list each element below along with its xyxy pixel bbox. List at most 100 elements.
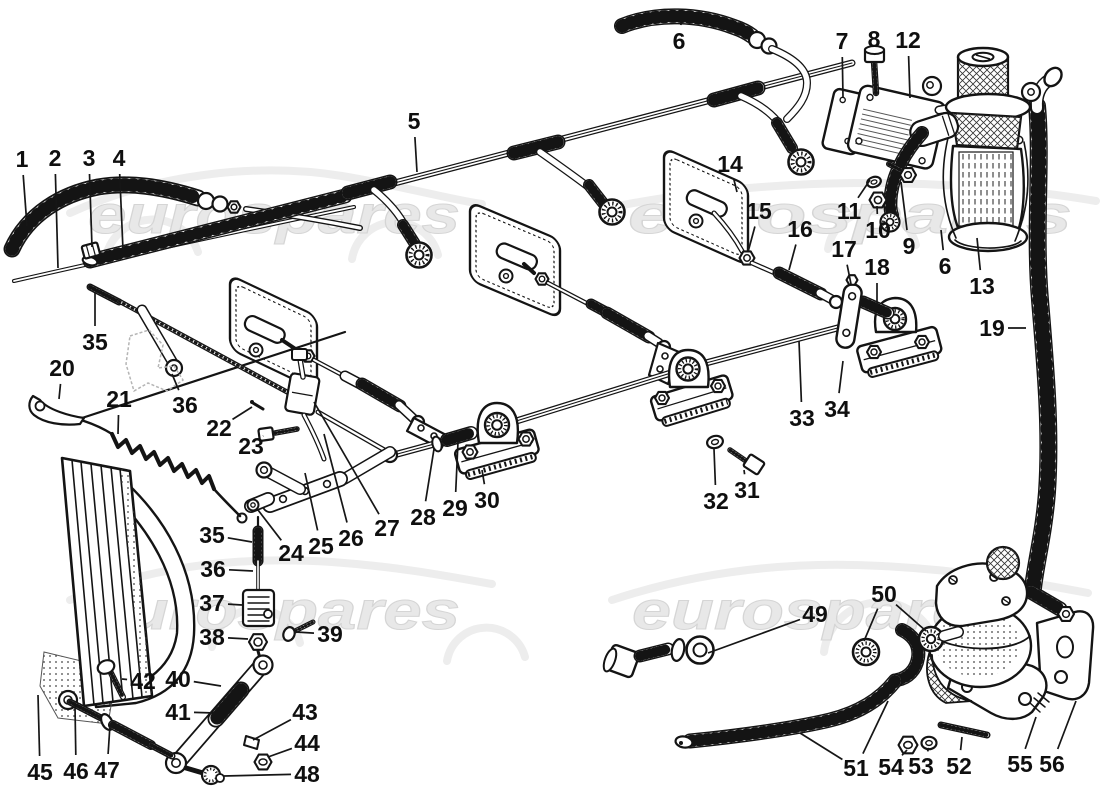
leader-line (747, 226, 756, 253)
part-label: 2 (49, 145, 62, 171)
leader-line (267, 747, 293, 758)
pedal-link (164, 654, 274, 786)
leader-line (58, 383, 62, 400)
leader-line (414, 136, 418, 173)
leader-line (743, 469, 746, 475)
part-label: 7 (836, 28, 849, 54)
filter-bracket (846, 84, 947, 170)
shaft-pedestal (453, 401, 542, 481)
leader-line (798, 340, 803, 403)
part-label: 6 (939, 253, 952, 279)
leader-line (295, 631, 315, 634)
shaft-end-mount (835, 275, 943, 378)
bell-crank (244, 446, 396, 513)
leader-line (171, 373, 180, 391)
leader-line (926, 747, 930, 752)
part-label: 29 (442, 495, 468, 521)
leader-line (117, 414, 120, 435)
leader-line (857, 179, 871, 199)
part-label: 23 (238, 433, 264, 459)
throttle-cable-run (80, 283, 391, 455)
part-label: 53 (908, 753, 934, 779)
pedal-stop-stack (243, 515, 274, 664)
leader-line (1056, 700, 1077, 750)
part-label: 35 (82, 329, 108, 355)
part-label: 31 (734, 477, 760, 503)
fuel-pump-assembly (602, 545, 1095, 753)
leader-line (313, 401, 380, 515)
leader-line (846, 264, 852, 285)
pedal-rod (66, 698, 176, 760)
part-label: 46 (63, 758, 89, 784)
leader-line (304, 472, 319, 531)
leader-line (88, 173, 93, 248)
part-label: 56 (1039, 751, 1065, 777)
leader-line (862, 700, 889, 754)
part-label: 3 (83, 145, 96, 171)
leader-line (223, 773, 292, 777)
part-label: 1 (16, 146, 29, 172)
fuel-pipe-assembly (3, 8, 856, 283)
bolt (742, 453, 766, 476)
part-label: 38 (199, 624, 225, 650)
part-label: 5 (408, 108, 421, 134)
part-label: 41 (165, 699, 191, 725)
leader-line (788, 244, 797, 271)
part-label: 55 (1007, 751, 1033, 777)
part-label: 44 (294, 730, 320, 756)
leader-line (424, 448, 435, 502)
leader-line (713, 448, 717, 486)
leader-line (323, 433, 348, 523)
part-label: 30 (474, 487, 500, 513)
cable-clamp-block (284, 372, 321, 416)
part-label: 14 (717, 151, 743, 177)
leader-line (227, 536, 253, 543)
part-label: 43 (292, 699, 318, 725)
throttle-cross-shaft (381, 275, 943, 481)
part-label: 39 (317, 621, 343, 647)
leader-line (121, 678, 128, 681)
leader-line (193, 680, 222, 687)
accelerator-pedal-group (28, 348, 396, 786)
leader-line (228, 568, 254, 572)
banjo-ring (787, 148, 815, 176)
leader-line (481, 469, 486, 485)
part-label: 13 (969, 273, 995, 299)
banjo-ring (598, 198, 626, 226)
leader-line (959, 736, 963, 751)
part-label: 24 (278, 540, 304, 566)
cable-clamp (80, 241, 101, 260)
leader-line (193, 711, 216, 714)
banjo-fittings (602, 623, 964, 687)
leader-line (976, 237, 982, 271)
part-label: 47 (94, 757, 120, 783)
leader-line (54, 173, 59, 269)
part-label: 15 (746, 198, 772, 224)
part-label: 40 (165, 666, 191, 692)
fuel-filter-assembly (821, 45, 1068, 617)
leader-line (901, 749, 908, 756)
banjo-ring (405, 241, 433, 269)
part-label: 8 (868, 26, 881, 52)
part-label: 20 (49, 355, 75, 381)
part-label: 4 (113, 145, 126, 171)
part-label: 32 (703, 488, 729, 514)
part-label: 28 (410, 504, 436, 530)
part-label: 52 (946, 753, 972, 779)
leader-line (37, 694, 41, 757)
part-label: 16 (787, 216, 813, 242)
part-label: 37 (199, 590, 225, 616)
leader-line (707, 618, 801, 654)
part-label: 50 (871, 581, 897, 607)
leader-line (838, 360, 844, 394)
part-label: 19 (979, 315, 1005, 341)
part-label: 18 (864, 254, 890, 280)
leader-line (22, 174, 28, 227)
part-label: 49 (802, 601, 828, 627)
leader-line (799, 732, 843, 761)
hanger-strap (125, 304, 185, 393)
part-label: 36 (200, 556, 226, 582)
